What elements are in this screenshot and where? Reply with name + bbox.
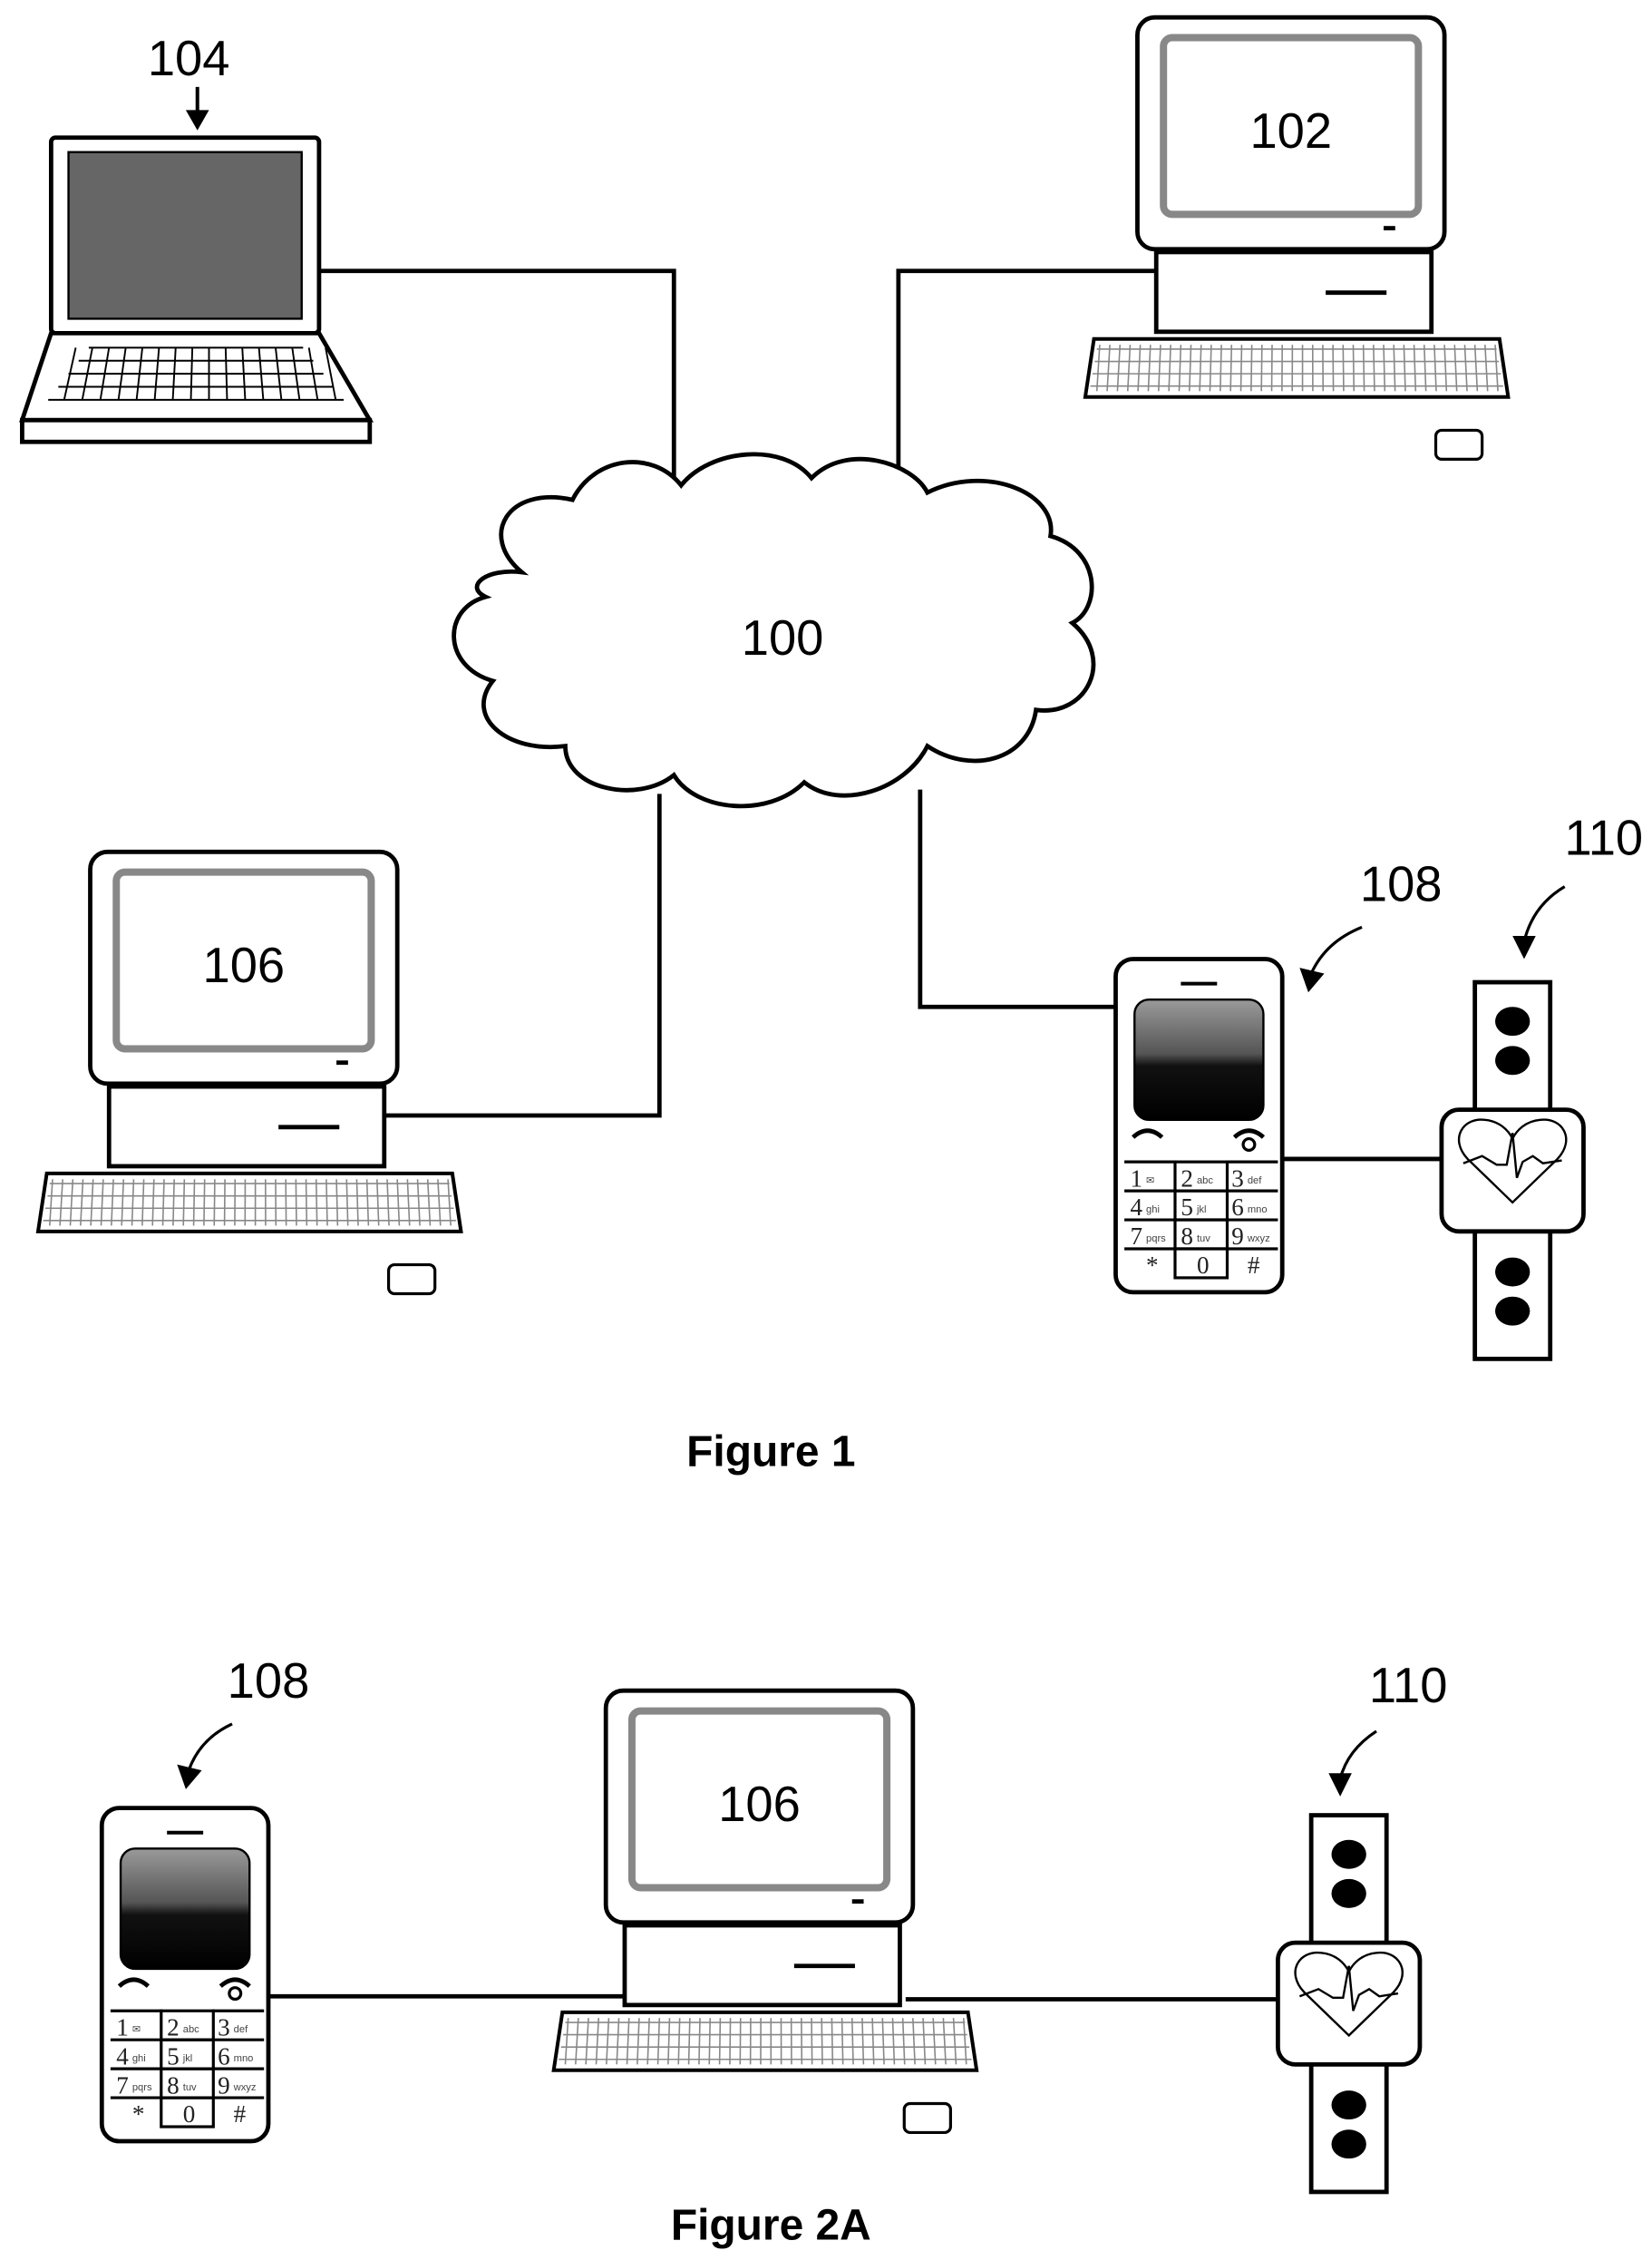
keypad-key-letters: abc [183, 2024, 199, 2035]
keypad-key: 9 [1231, 1223, 1244, 1250]
band-hole [1332, 1879, 1366, 1908]
wearable-label: 110 [1565, 810, 1644, 865]
keypad-key: 8 [1181, 1223, 1193, 1250]
laptop-label: 104 [148, 31, 230, 86]
desktop-computer-106: 106 [554, 1690, 977, 2132]
smartwatch-heart-icon [1278, 1816, 1420, 2192]
link-desktop106-network [384, 794, 660, 1115]
phone-screen [1134, 999, 1263, 1120]
keypad-key: # [234, 2100, 247, 2128]
smartwatch-heart-icon [1442, 982, 1584, 1359]
keypad-key: 2 [167, 2013, 180, 2041]
mouse [1436, 430, 1482, 459]
desktop-label: 106 [718, 1777, 801, 1832]
phone-label: 108 [1360, 857, 1443, 912]
keypad-key-letters: ✉ [132, 2024, 141, 2035]
keypad-key-letters: def [234, 2024, 248, 2035]
keypad-key-letters: jkl [182, 2053, 193, 2064]
mouse [904, 2103, 950, 2132]
arrow-icon [186, 87, 209, 131]
band-hole [1495, 1046, 1530, 1075]
keypad-key: 8 [167, 2071, 180, 2099]
band-hole [1495, 1007, 1530, 1036]
keypad-key-letters: tuv [183, 2082, 197, 2093]
keypad: 1✉ 2abc 3 def 4ghi 5jkl 6 mno 7pqrs 8tuv 9wxyz * 0 # [111, 2011, 264, 2128]
keypad-key-letters: wxyz [233, 2082, 257, 2093]
keypad-key: 0 [183, 2100, 196, 2128]
network-cloud: 100 [454, 454, 1093, 806]
keypad-key-letters: wxyz [1247, 1233, 1270, 1244]
desktop-computer-102: 102 [1085, 17, 1508, 459]
keypad-key: 4 [1130, 1193, 1142, 1221]
keypad-key-letters: pqrs [132, 2082, 152, 2093]
mouse [389, 1265, 435, 1294]
keypad-key: 9 [218, 2071, 230, 2099]
desktop-label: 106 [203, 938, 286, 993]
desktop-computer-106: 106 [38, 852, 461, 1293]
system-unit [625, 1925, 900, 2005]
system-unit [109, 1086, 384, 1166]
band-hole [1332, 2129, 1366, 2158]
keypad-key-letters: pqrs [1146, 1233, 1166, 1244]
keypad-key: 1 [1130, 1164, 1142, 1192]
keypad-key-letters: ghi [132, 2053, 146, 2064]
wearable-label: 110 [1369, 1658, 1448, 1713]
keypad-key: 7 [1130, 1223, 1142, 1250]
keypad-key: 3 [1231, 1164, 1244, 1192]
band-hole [1495, 1297, 1530, 1326]
curved-arrow-icon [1328, 1731, 1376, 1797]
keypad-key: 7 [116, 2071, 129, 2099]
mobile-phone-108: 1 ✉ 2 abc 3 def 4 ghi 5jkl 6 mno 7 pqrs 8 tuv 9wxyz * 0 # [1115, 960, 1282, 1292]
curved-arrow-icon [177, 1724, 232, 1789]
keypad-key: 4 [116, 2042, 129, 2070]
keypad-key-letters: tuv [1197, 1233, 1210, 1244]
keypad-key: * [132, 2100, 145, 2128]
keypad-key-letters: mno [234, 2053, 254, 2064]
keypad-key: * [1146, 1252, 1159, 1279]
link-phone-network [920, 790, 1116, 1008]
keypad-key: 1 [116, 2013, 129, 2041]
wearable-device-110 [1278, 1816, 1420, 2192]
curved-arrow-icon [1512, 887, 1565, 960]
wearable-device-110 [1442, 982, 1584, 1359]
keypad: 1 ✉ 2 abc 3 def 4 ghi 5jkl 6 mno 7 pqrs 8 tuv 9wxyz * 0 # [1124, 1162, 1278, 1279]
keypad-key-letters: mno [1248, 1204, 1268, 1215]
desktop-computer-icon: 102 [1085, 17, 1508, 459]
laptop-104: 104 [22, 31, 369, 442]
keypad-key: 5 [1181, 1193, 1193, 1221]
keypad-key: 5 [167, 2042, 180, 2070]
mobile-phone-icon: 1 ✉ 2 abc 3 def 4 ghi 5jkl 6 mno 7 pqrs 8 tuv 9wxyz * 0 # [1115, 960, 1282, 1292]
system-unit [1156, 252, 1432, 332]
keypad-key-letters: ghi [1146, 1204, 1160, 1215]
keypad-key: 6 [218, 2042, 230, 2070]
band-hole [1332, 1840, 1366, 1869]
keypad-key: 3 [218, 2013, 230, 2041]
phone-label: 108 [228, 1653, 310, 1709]
mobile-phone-icon: 1✉ 2abc 3 def 4ghi 5jkl 6 mno 7pqrs 8tuv 9wxyz * 0 # [102, 1808, 268, 2141]
laptop-icon [22, 138, 369, 442]
figure2a-caption: Figure 2A [671, 2202, 871, 2250]
keypad-key: 2 [1181, 1164, 1193, 1192]
keypad-key-letters: def [1248, 1175, 1262, 1186]
keypad-key: 0 [1197, 1252, 1210, 1279]
desktop-label: 102 [1249, 103, 1332, 159]
keypad-key: 6 [1231, 1193, 1244, 1221]
network-label: 100 [742, 610, 824, 666]
desktop-computer-icon: 106 [554, 1690, 977, 2132]
keypad-key: # [1248, 1252, 1260, 1279]
desktop-computer-icon: 106 [38, 852, 461, 1293]
watch-band-bottom [1311, 2061, 1386, 2192]
band-hole [1495, 1258, 1530, 1287]
phone-screen [121, 1848, 249, 1969]
watch-band-bottom [1475, 1229, 1550, 1359]
mobile-phone-108: 1✉ 2abc 3 def 4ghi 5jkl 6 mno 7pqrs 8tuv 9wxyz * 0 # [102, 1808, 268, 2141]
keypad-key-letters: jkl [1196, 1204, 1207, 1215]
keypad-key-letters: ✉ [1146, 1175, 1154, 1186]
keypad-key-letters: abc [1197, 1175, 1213, 1186]
band-hole [1332, 2090, 1366, 2119]
curved-arrow-icon [1299, 927, 1362, 992]
figure1-caption: Figure 1 [686, 1428, 855, 1476]
